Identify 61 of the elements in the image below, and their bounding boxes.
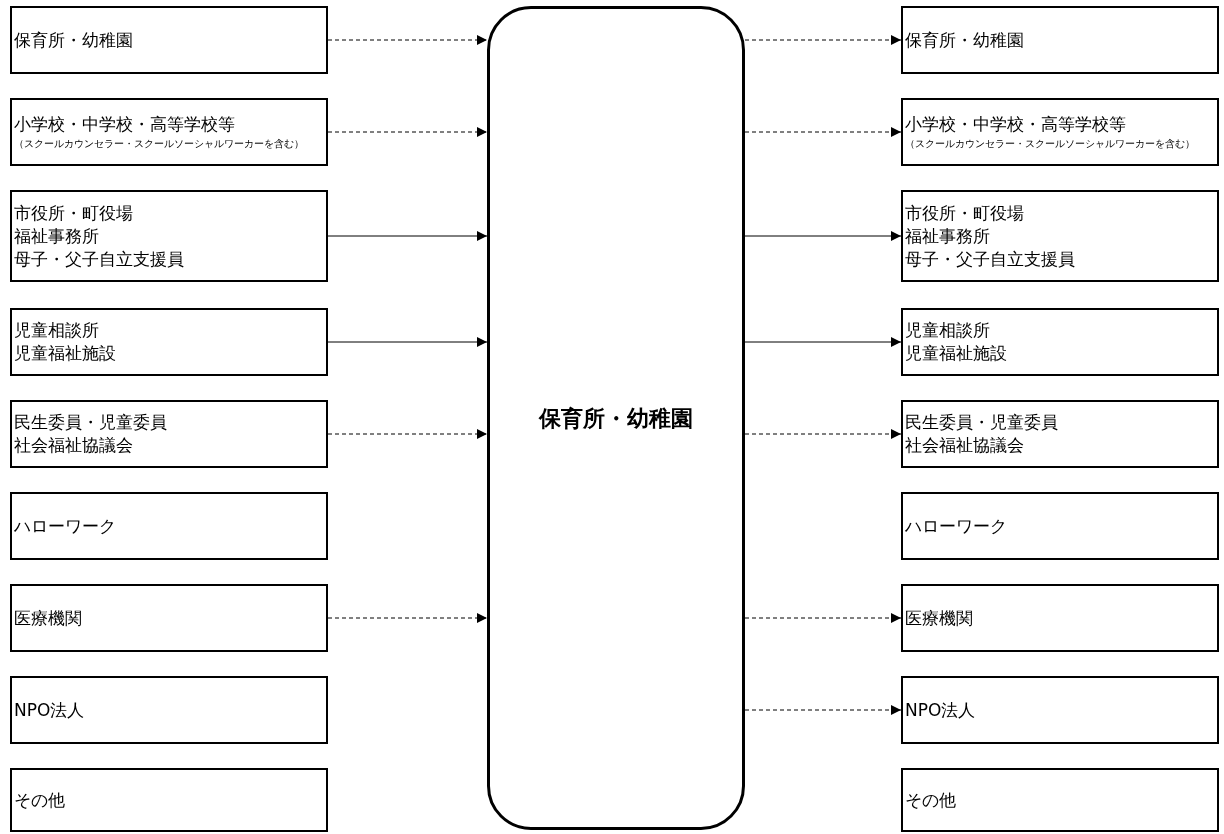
process-box bbox=[901, 190, 1219, 282]
box-label: 児童福祉施設 bbox=[905, 342, 1008, 365]
process-box bbox=[901, 676, 1219, 744]
arrow bbox=[744, 429, 902, 439]
arrow bbox=[744, 337, 902, 347]
arrow bbox=[327, 35, 488, 45]
box-label: 小学校・中学校・高等学校等 bbox=[14, 112, 236, 136]
box-label: 保育所・幼稚園 bbox=[14, 28, 134, 52]
box-label: 医療機関 bbox=[905, 606, 974, 630]
note-text: （スクールカウンセラー・スクールソーシャルワーカーを含む） bbox=[905, 136, 1196, 151]
box-label: その他 bbox=[14, 788, 66, 812]
process-box bbox=[901, 768, 1219, 832]
box-label: ハローワーク bbox=[14, 514, 117, 538]
arrow bbox=[327, 231, 488, 241]
arrow bbox=[327, 337, 488, 347]
box-label: 市役所・町役場 bbox=[905, 201, 1025, 225]
arrow bbox=[327, 613, 488, 623]
process-box bbox=[901, 400, 1219, 468]
arrow bbox=[744, 127, 902, 137]
process-box bbox=[10, 676, 328, 744]
box-label: 民生委員・児童委員 bbox=[14, 411, 168, 434]
process-box bbox=[10, 98, 328, 166]
process-box bbox=[901, 98, 1219, 166]
box-label: NPO法人 bbox=[14, 698, 86, 722]
arrow bbox=[744, 705, 902, 715]
box-label: 社会福祉協議会 bbox=[14, 434, 134, 457]
box-label: 市役所・町役場 bbox=[14, 201, 134, 225]
box-label: 医療機関 bbox=[14, 606, 83, 630]
box-label: 母子・父子自立支援員 bbox=[905, 247, 1076, 271]
box-label: 母子・父子自立支援員 bbox=[14, 247, 185, 271]
box-label: 小学校・中学校・高等学校等 bbox=[905, 112, 1127, 136]
arrow bbox=[327, 429, 488, 439]
process-box bbox=[10, 308, 328, 376]
box-label: 児童相談所 bbox=[905, 319, 991, 342]
rounded-box bbox=[487, 6, 745, 830]
box-label: ハローワーク bbox=[905, 514, 1008, 538]
box-label: 児童福祉施設 bbox=[14, 342, 117, 365]
process-box bbox=[901, 6, 1219, 74]
box-label: 民生委員・児童委員 bbox=[905, 411, 1059, 434]
arrow bbox=[744, 35, 902, 45]
process-box bbox=[10, 6, 328, 74]
box-label: 福祉事務所 bbox=[14, 224, 100, 248]
process-box bbox=[901, 308, 1219, 376]
box-label: NPO法人 bbox=[905, 698, 977, 722]
process-box bbox=[901, 584, 1219, 652]
process-box bbox=[10, 190, 328, 282]
box-label: 保育所・幼稚園 bbox=[539, 406, 693, 430]
box-label: 児童相談所 bbox=[14, 319, 100, 342]
arrow bbox=[744, 231, 902, 241]
note-text: （スクールカウンセラー・スクールソーシャルワーカーを含む） bbox=[14, 136, 305, 151]
process-box bbox=[10, 584, 328, 652]
box-label: 社会福祉協議会 bbox=[905, 434, 1025, 457]
process-box bbox=[10, 768, 328, 832]
process-box bbox=[10, 400, 328, 468]
box-label: 保育所・幼稚園 bbox=[905, 28, 1025, 52]
arrow bbox=[744, 613, 902, 623]
box-label: 福祉事務所 bbox=[905, 224, 991, 248]
process-box bbox=[10, 492, 328, 560]
process-box bbox=[901, 492, 1219, 560]
arrow bbox=[327, 127, 488, 137]
box-label: その他 bbox=[905, 788, 957, 812]
